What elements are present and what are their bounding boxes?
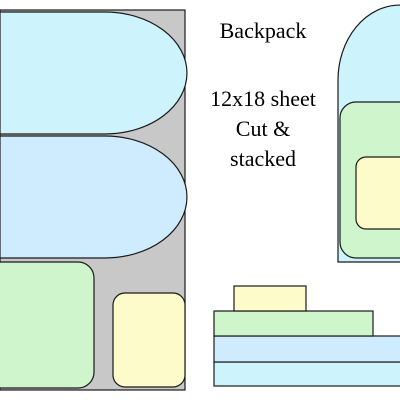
stacked-side-view xyxy=(213,285,400,387)
small-front-pocket xyxy=(355,156,400,230)
pocket-piece-small xyxy=(112,292,186,388)
assembled-front-view xyxy=(337,4,400,263)
pocket-piece-large xyxy=(0,261,95,389)
diagram-title: Backpack xyxy=(220,18,307,43)
stack-layer-second xyxy=(213,335,400,363)
stack-layer-bottom xyxy=(213,361,400,387)
description-line-2: Cut & xyxy=(236,116,290,141)
cut-sheet-layout xyxy=(0,9,188,391)
flap-piece-bottom xyxy=(0,135,188,259)
description-line-3: stacked xyxy=(230,146,296,171)
description-line-1: 12x18 sheet xyxy=(210,86,316,111)
stack-layer-third xyxy=(213,310,374,337)
flap-piece-top xyxy=(0,11,188,135)
stack-layer-top xyxy=(233,285,307,312)
